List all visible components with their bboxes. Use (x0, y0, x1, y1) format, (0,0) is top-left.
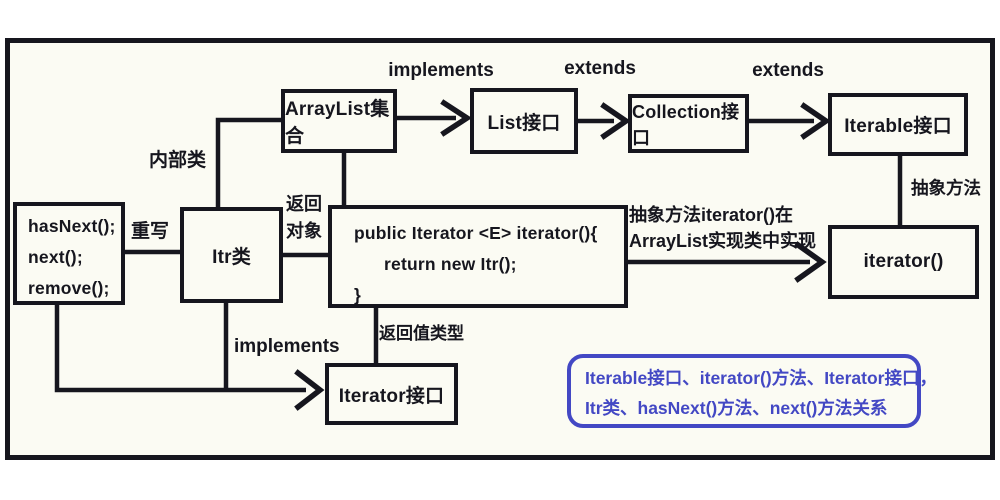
box-arraylist-label: ArrayList集合 (285, 99, 390, 147)
label-implements-top: implements (388, 60, 494, 81)
arrowhead-collection (600, 102, 631, 140)
code-line-closing-brace: } (354, 285, 362, 305)
method-remove: remove(); (28, 278, 110, 298)
box-itr-class: Itr类 (180, 207, 283, 303)
label-implements-bottom: implements (234, 336, 340, 357)
box-arraylist: ArrayList集合 (281, 89, 397, 153)
box-iterator-interface: Iterator接口 (325, 363, 458, 425)
box-collection-interface: Collection接口 (628, 94, 749, 153)
box-iterator-interface-label: Iterator接口 (338, 385, 445, 407)
label-extends-right: extends (752, 60, 824, 81)
box-iterator-method: iterator() (828, 225, 979, 299)
box-itr-class-label: Itr类 (212, 246, 251, 268)
box-iterable-interface: Iterable接口 (828, 93, 968, 156)
box-iterable-interface-label: Iterable接口 (844, 116, 952, 137)
label-abstract-method: 抽象方法 (911, 178, 981, 198)
method-next: next(); (28, 247, 83, 267)
arrowhead-list (440, 99, 473, 137)
box-iterator-code: public Iterator <E> iterator(){ return n… (328, 205, 628, 308)
code-line-return: return new Itr(); (384, 254, 517, 274)
box-iterator-method-label: iterator() (863, 251, 944, 272)
box-list-interface-label: List接口 (487, 112, 561, 134)
label-abstract-impl-line1: 抽象方法iterator()在 (629, 205, 794, 225)
arrowhead-iterator-method (794, 241, 827, 283)
method-hasnext: hasNext(); (28, 216, 116, 236)
code-line-signature: public Iterator <E> iterator(){ (354, 223, 598, 243)
note-line-1: Iterable接口、iterator()方法、Iterator接口， (585, 368, 937, 388)
note-box: Iterable接口、iterator()方法、Iterator接口， Itr类… (567, 354, 937, 428)
label-return-type: 返回值类型 (379, 324, 464, 343)
label-extends-left: extends (564, 58, 636, 79)
arrowhead-iterable (800, 102, 831, 140)
box-overridden-methods: hasNext(); next(); remove(); (13, 202, 125, 305)
label-override: 重写 (131, 221, 170, 242)
label-return-object-line2: 对象 (286, 221, 322, 241)
label-return-object-line1: 返回 (286, 194, 322, 214)
connector-arraylist-to-itr (215, 117, 281, 207)
box-collection-interface-label: Collection接口 (632, 101, 740, 148)
label-inner-class: 内部类 (149, 150, 207, 171)
note-line-2: Itr类、hasNext()方法、next()方法关系 (585, 398, 888, 418)
box-list-interface: List接口 (470, 88, 578, 154)
arrowhead-iterator-interface (294, 369, 325, 411)
connector-methods-to-iterator-interface (54, 305, 306, 393)
label-abstract-impl-line2: ArrayList实现类中实现 (629, 231, 817, 251)
